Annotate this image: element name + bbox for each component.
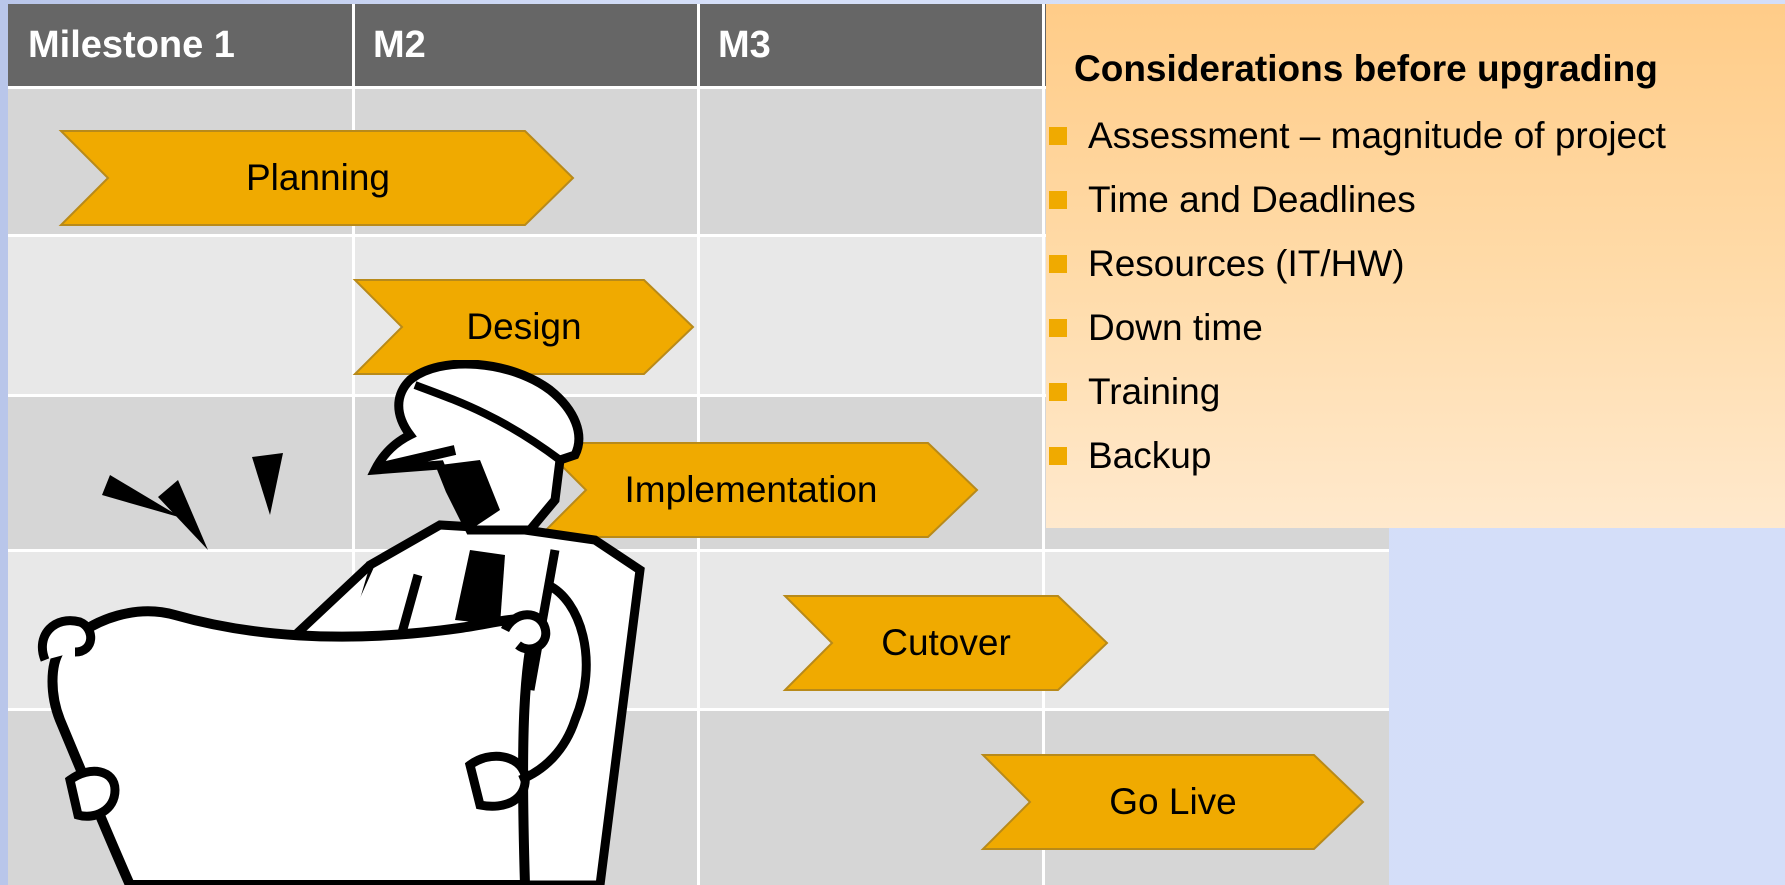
grid-line [8, 708, 1389, 711]
square-bullet-icon [1049, 383, 1067, 401]
list-item: Resources (IT/HW) [1046, 232, 1666, 296]
square-bullet-icon [1049, 191, 1067, 209]
list-item: Assessment – magnitude of project [1046, 104, 1666, 168]
column-header-m3: M3 [698, 4, 1044, 86]
list-item-text: Backup [1088, 435, 1212, 476]
list-item-text: Assessment – magnitude of project [1088, 115, 1666, 156]
square-bullet-icon [1049, 127, 1067, 145]
list-item: Down time [1046, 296, 1666, 360]
grid-line [1042, 4, 1045, 885]
chevron-shape [352, 279, 695, 375]
phase-chevron-design: Design [352, 279, 695, 375]
phase-chevron-go-live: Go Live [980, 754, 1365, 850]
phase-chevron-cutover: Cutover [782, 595, 1109, 691]
list-item: Training [1046, 360, 1666, 424]
grid-line [8, 394, 1389, 397]
considerations-panel: Considerations before upgrading Assessme… [1046, 4, 1785, 528]
list-item-text: Down time [1088, 307, 1263, 348]
list-item-text: Time and Deadlines [1088, 179, 1416, 220]
list-item-text: Training [1088, 371, 1221, 412]
grid-line [352, 4, 355, 885]
square-bullet-icon [1049, 255, 1067, 273]
phase-chevron-implementation: Implementation [536, 442, 979, 538]
list-item: Time and Deadlines [1046, 168, 1666, 232]
list-item: Backup [1046, 424, 1666, 488]
column-header-milestone-1: Milestone 1 [8, 4, 353, 86]
chevron-shape [58, 130, 575, 226]
phase-label: Cutover [881, 622, 1011, 663]
grid-line [8, 234, 1389, 237]
phase-chevron-planning: Planning [58, 130, 575, 226]
grid-line [8, 549, 1389, 552]
phase-label: Planning [245, 157, 390, 198]
square-bullet-icon [1049, 319, 1067, 337]
chevron-shape [782, 595, 1109, 691]
chevron-shape [980, 754, 1365, 850]
square-bullet-icon [1049, 447, 1067, 465]
phase-label: Implementation [624, 469, 878, 510]
grid-line [8, 86, 1389, 89]
construction-worker-reading-blueprint-icon [37, 360, 645, 885]
chevron-shape [536, 442, 979, 538]
considerations-title: Considerations before upgrading [1074, 48, 1658, 89]
phase-label: Go Live [1109, 781, 1237, 822]
phase-label: Design [466, 306, 582, 347]
column-header-m2: M2 [353, 4, 698, 86]
considerations-list: Assessment – magnitude of project Time a… [1046, 104, 1666, 488]
list-item-text: Resources (IT/HW) [1088, 243, 1405, 284]
